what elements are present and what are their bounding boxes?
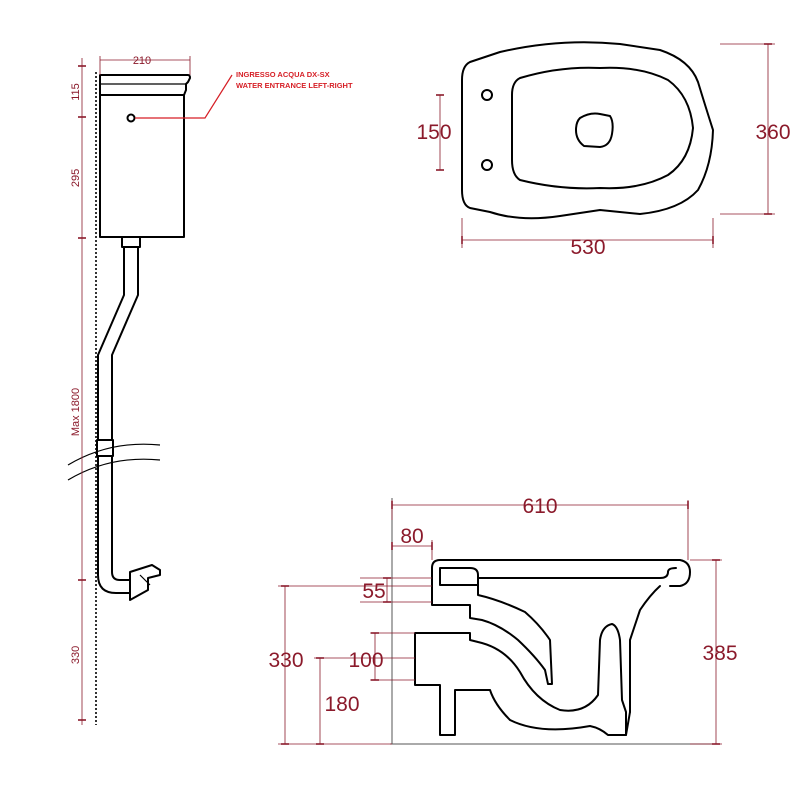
cistern-elevation-view: 210 115 295 Max 1800 330 INGRESSO ACQUA … xyxy=(67,55,353,725)
inlet-leader-line xyxy=(135,74,233,119)
outlet-bottom-label: 180 xyxy=(324,693,359,716)
inlet-note-english: WATER ENTRANCE LEFT-RIGHT xyxy=(236,81,353,90)
drain-outline xyxy=(575,112,614,148)
pan-back xyxy=(431,567,553,685)
rim-height-label: 55 xyxy=(362,580,385,603)
side-section-view: 610 80 55 330 xyxy=(268,495,738,745)
water-inlet-icon xyxy=(126,113,136,123)
inlet-offset-label: 80 xyxy=(400,525,423,548)
pan-bowl-outline xyxy=(511,66,694,190)
pan-foot xyxy=(625,711,631,736)
outlet-height-label: 330 xyxy=(268,649,303,672)
total-height-label: 385 xyxy=(702,642,737,665)
break-line xyxy=(67,443,161,466)
cistern-lid xyxy=(99,74,191,96)
outlet-diameter-label: 100 xyxy=(348,649,383,672)
pan-height-label: 330 xyxy=(70,646,82,664)
cistern-lid-height-label: 115 xyxy=(70,83,82,101)
pan-width-label: 530 xyxy=(570,236,605,259)
pan-outlet xyxy=(414,623,627,736)
pan-connector xyxy=(129,564,161,601)
pan-rim xyxy=(431,559,691,587)
flush-connector xyxy=(121,236,141,248)
cistern-width-label: 210 xyxy=(133,55,151,67)
cistern-tank xyxy=(99,94,185,238)
flush-pipe xyxy=(97,246,125,441)
pan-bowl-front xyxy=(629,585,661,713)
cistern-body-height-label: 295 xyxy=(70,169,82,187)
top-view: 150 360 530 xyxy=(416,41,791,259)
pan-depth-label: 360 xyxy=(755,121,790,144)
holes-distance-label: 150 xyxy=(416,121,451,144)
pan-top-outline xyxy=(461,41,714,220)
fixing-hole-icon xyxy=(481,159,493,171)
pipe-joint xyxy=(96,439,114,457)
pan-length-label: 610 xyxy=(522,495,557,518)
inlet-note-italian: INGRESSO ACQUA DX-SX xyxy=(236,70,330,79)
fixing-hole-icon xyxy=(481,89,493,101)
max-height-label: Max 1800 xyxy=(70,388,82,436)
